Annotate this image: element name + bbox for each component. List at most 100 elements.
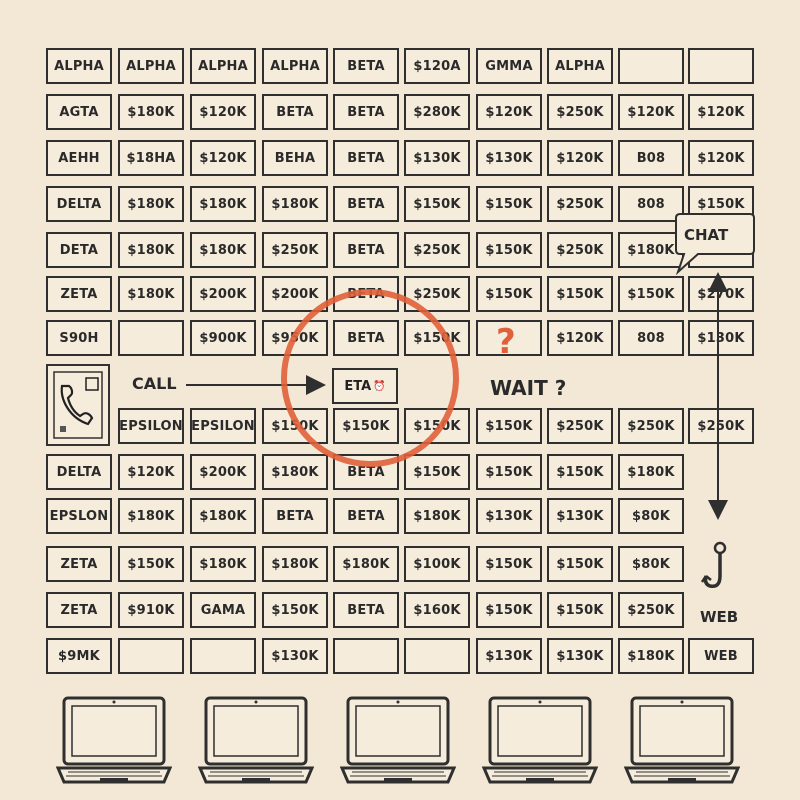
grid-cell: $250K [618,408,684,444]
grid-cell: $150K [118,546,184,582]
grid-cell: $180K [118,498,184,534]
grid-cell: $130K [476,498,542,534]
grid-cell: $150K [476,276,542,312]
grid-cell: BETA [333,48,399,84]
laptop-icon [340,696,456,784]
grid-cell: BETA [333,94,399,130]
grid-cell: S90H [46,320,112,356]
grid-cell: $130K [404,140,470,176]
question-mark-icon: ? [496,322,516,362]
web-label: WEB [700,608,739,626]
grid-cell: $250K [404,276,470,312]
grid-cell: ZETA [46,546,112,582]
grid-cell: DELTA [46,186,112,222]
grid-cell: $150K [333,408,399,444]
grid-cell: $280K [404,94,470,130]
grid-cell: $150K [404,320,470,356]
grid-cell: $130K [476,638,542,674]
grid-cell: $150K [262,408,328,444]
laptop-icon [198,696,314,784]
grid-cell: $200K [190,454,256,490]
grid-cell: BETA [333,320,399,356]
grid-cell: BETA [333,454,399,490]
grid-cell: $130K [547,638,613,674]
grid-cell: $270K [688,276,754,312]
grid-cell: BETA [262,94,328,130]
grid-cell: BETA [333,276,399,312]
grid-cell: BETA [333,592,399,628]
grid-cell: $120K [190,94,256,130]
grid-cell: $150K [547,276,613,312]
grid-cell: $150K [476,186,542,222]
grid-cell: $180K [118,232,184,268]
grid-cell: $120K [118,454,184,490]
grid-cell [476,320,542,356]
grid-cell: $130K [547,498,613,534]
phone-icon [53,371,103,439]
grid-cell: B08 [618,140,684,176]
grid-cell: $150K [404,454,470,490]
grid-cell [404,638,470,674]
grid-cell: $120K [547,140,613,176]
grid-cell: $120A [404,48,470,84]
grid-cell: $250K [262,232,328,268]
grid-cell: $120K [190,140,256,176]
grid-cell: GAMA [190,592,256,628]
chat-label: CHAT [684,226,729,244]
grid-cell [190,638,256,674]
chat-bubble-icon [675,213,755,276]
grid-cell: BETA [262,498,328,534]
grid-cell: 808 [618,186,684,222]
grid-cell: $180K [262,454,328,490]
grid-cell: $150K [476,592,542,628]
grid-cell: AGTA [46,94,112,130]
grid-cell: $180K [262,186,328,222]
grid-cell: $150K [547,592,613,628]
grid-cell: $180K [404,498,470,534]
grid-cell: $130K [476,140,542,176]
grid-cell: $130K [262,638,328,674]
grid-cell: $80K [618,498,684,534]
grid-cell: ZETA [46,276,112,312]
grid-cell: $250K [547,94,613,130]
grid-cell: $180K [118,186,184,222]
grid-cell: $950K [262,320,328,356]
grid-cell: $250K [547,408,613,444]
grid-cell: EPSILON [190,408,256,444]
grid-cell [688,48,754,84]
grid-cell: $80K [618,546,684,582]
grid-cell: $150K [476,546,542,582]
grid-cell: BETA [333,186,399,222]
grid-cell: $200K [262,276,328,312]
grid-cell: $160K [404,592,470,628]
grid-cell: ALPHA [46,48,112,84]
laptop-icon [624,696,740,784]
grid-cell: $180K [118,94,184,130]
grid-cell: $180K [190,232,256,268]
grid-cell: GMMA [476,48,542,84]
wait-label: WAIT ? [490,376,567,400]
grid-cell: $250K [618,592,684,628]
grid-cell: BEHA [262,140,328,176]
grid-cell: $150K [476,454,542,490]
grid-cell: $180K [190,546,256,582]
grid-cell: $180K [262,546,328,582]
grid-cell: $150K [404,408,470,444]
grid-cell: $180K [190,186,256,222]
grid-cell: EPSLON [46,498,112,534]
grid-cell: EPSILON [118,408,184,444]
grid-cell: ZETA [46,592,112,628]
grid-cell: $120K [688,140,754,176]
grid-cell: AEHH [46,140,112,176]
grid-cell: $18HA [118,140,184,176]
grid-cell: $150K [476,408,542,444]
grid-cell [118,320,184,356]
grid-cell: $180K [333,546,399,582]
grid-cell: $150K [547,546,613,582]
grid-cell: DELTA [46,454,112,490]
grid-cell: $180K [618,638,684,674]
grid-cell: $100K [404,546,470,582]
grid-cell: ALPHA [547,48,613,84]
grid-cell: BETA [333,140,399,176]
